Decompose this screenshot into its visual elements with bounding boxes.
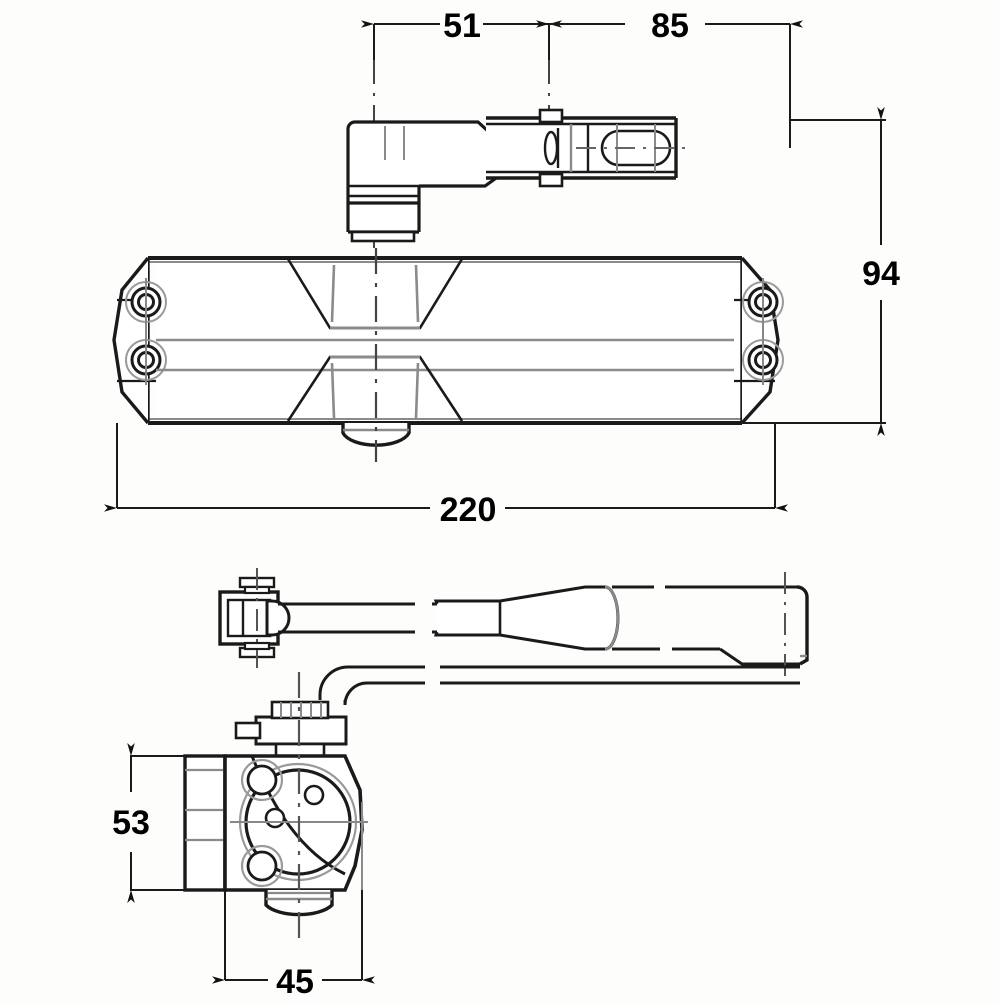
arm-cranked-profile (318, 665, 800, 706)
arm-cont-bottom-bend (719, 647, 800, 666)
end-view-body-block (140, 672, 368, 980)
end-view-fix-hole-top-ring (240, 758, 284, 802)
upper-boss-hidden-right (414, 264, 420, 323)
arm-end-clevis-inner (226, 598, 272, 638)
dim-label-53: 53 (112, 804, 150, 842)
end-view-boss-plate (254, 715, 348, 746)
dim-label-94: 94 (862, 255, 900, 293)
cranked-arm-inner (343, 681, 425, 706)
end-view-boss-tab (234, 721, 262, 740)
arm-top-left-round (346, 120, 356, 130)
cranked-arm-outer (318, 665, 425, 700)
valve-screw-2 (264, 807, 286, 829)
dim-label-45: 45 (276, 963, 314, 1001)
dim-label-220: 220 (440, 491, 497, 529)
end-view-fix-hole-top (246, 764, 278, 796)
dimension-group-53 (127, 743, 185, 903)
arm-right-end-cap (796, 585, 809, 666)
dimension-group-94 (730, 107, 886, 436)
upper-boss-hidden-left (330, 264, 336, 323)
arm-side-profile (218, 568, 809, 680)
closer-end-view-assembly (140, 568, 809, 980)
dimension-group-220 (104, 423, 788, 512)
arm-spindle-cap (350, 230, 416, 243)
arm-taper-end-arc (604, 585, 620, 651)
valve-screw-1 (303, 784, 325, 806)
arm-end-washer-bottom (243, 641, 271, 651)
pivot-bolt-shank (543, 130, 559, 166)
lower-boss-hidden-right (414, 362, 420, 419)
end-view-top-boss (234, 700, 348, 758)
pivot-bolt-head-top (538, 108, 564, 124)
closer-body-front-view (112, 248, 784, 462)
dimension-group-45 (212, 890, 375, 984)
lower-boss-hidden-left (330, 362, 336, 419)
pivot-bolt-head-bottom (538, 172, 564, 188)
dim-label-85: 85 (651, 7, 689, 45)
dim-label-51: 51 (443, 7, 481, 45)
arm-end-nose (265, 599, 291, 637)
arm-taper-segment (433, 585, 620, 651)
end-view-fix-hole-bottom (246, 850, 278, 882)
end-view-fix-hole-bottom-ring (240, 844, 284, 888)
closer-arm-assembly-top-view (346, 108, 690, 243)
end-view-left-flange (183, 754, 227, 892)
